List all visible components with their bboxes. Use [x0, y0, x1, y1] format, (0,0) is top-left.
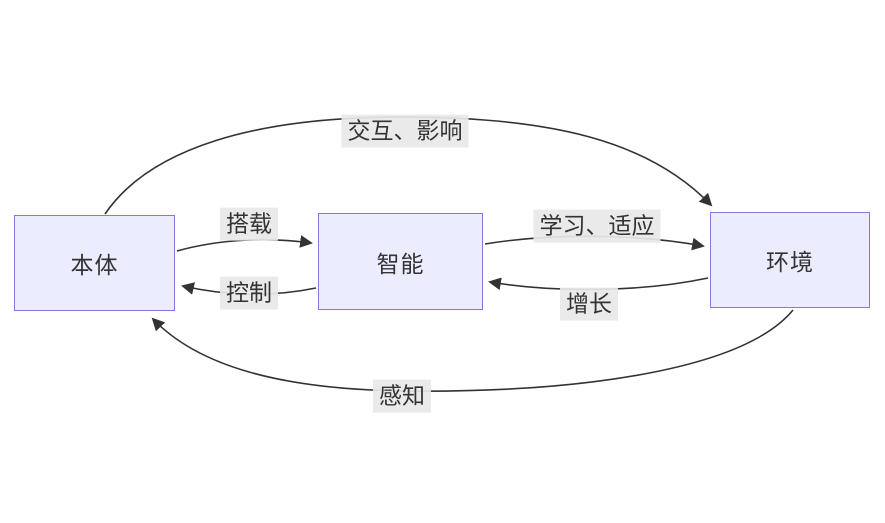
edge-label-perceive: 感知	[373, 379, 431, 413]
node-intelligence-label: 智能	[376, 250, 425, 277]
edge-label-grow: 增长	[560, 287, 618, 321]
edge-label-interact: 交互、影响	[341, 114, 469, 148]
edge-perceive-line	[151, 309, 794, 392]
node-environment: 环境	[710, 212, 870, 308]
edge-label-mount: 搭载	[220, 207, 278, 241]
node-body-label: 本体	[70, 252, 119, 278]
edge-label-learn: 学习、适应	[533, 209, 661, 243]
edge-label-control: 控制	[220, 276, 278, 310]
node-intelligence: 智能	[318, 213, 483, 310]
node-body: 本体	[14, 215, 175, 311]
node-environment-label: 环境	[766, 249, 814, 275]
edge-mount-line	[176, 235, 313, 252]
